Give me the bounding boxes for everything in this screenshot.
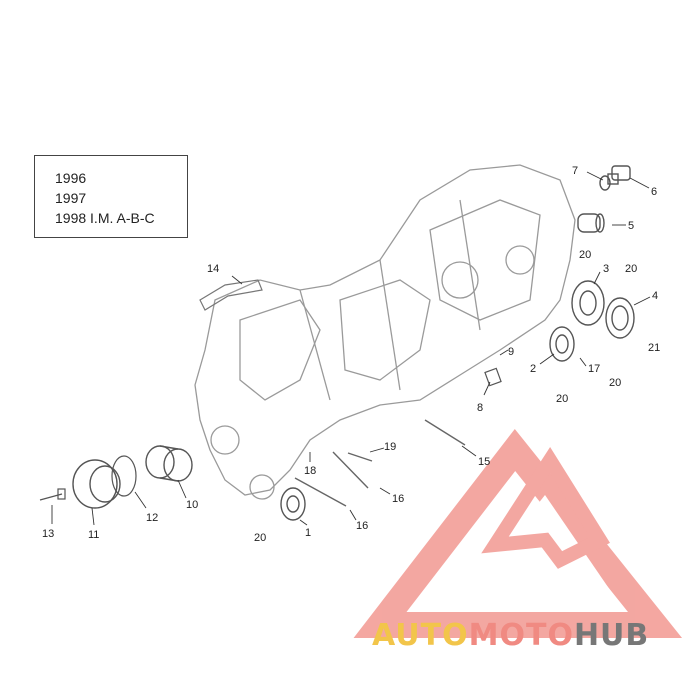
callout-4: 4: [652, 290, 658, 302]
washer-7: [599, 175, 611, 191]
callout-18: 18: [304, 465, 316, 477]
watermark-text: AUTOMOTOHUB: [372, 618, 692, 654]
year-1998: 1998 I.M. A-B-C: [55, 210, 155, 226]
callout-14: 14: [207, 263, 219, 275]
callout-20b: 20: [579, 249, 591, 261]
bearing-1: [280, 487, 306, 521]
callout-11: 11: [88, 529, 99, 541]
callout-17: 17: [588, 363, 600, 375]
year-1997: 1997: [55, 190, 87, 206]
year-1996: 1996: [55, 170, 87, 186]
callout-15: 15: [478, 456, 490, 468]
callout-19: 19: [384, 441, 396, 453]
model-year-box: 1996 1997 1998 I.M. A-B-C: [34, 155, 188, 238]
callout-20a: 20: [254, 532, 266, 544]
callout-2: 2: [530, 363, 536, 375]
watermark-logo: [353, 428, 683, 638]
callout-20c: 20: [625, 263, 637, 275]
callout-13: 13: [42, 528, 54, 540]
o-ring-12: [111, 455, 137, 497]
plug-6: [607, 165, 631, 185]
callout-16a: 16: [392, 493, 404, 505]
gasket: [199, 279, 263, 311]
filter-cover-11: [72, 459, 121, 509]
callout-6: 6: [651, 186, 657, 198]
bushing-5: [577, 213, 605, 233]
callout-7: 7: [572, 165, 578, 177]
oil-filter-10: [145, 445, 193, 482]
leader-lines: [51, 171, 651, 526]
callout-5: 5: [628, 220, 634, 232]
callout-9: 9: [508, 346, 514, 358]
watermark-part-moto: MOTO: [468, 618, 574, 653]
callout-8: 8: [477, 402, 483, 414]
watermark-part-auto: AUTO: [372, 618, 469, 653]
seal-4: [605, 297, 635, 339]
callout-20d: 20: [556, 393, 568, 405]
callout-20e: 20: [609, 377, 621, 389]
callout-10: 10: [186, 499, 198, 511]
watermark-part-hub: HUB: [573, 618, 650, 653]
callout-1: 1: [305, 527, 311, 539]
dowel-8: [484, 367, 502, 387]
callout-3: 3: [603, 263, 609, 275]
callout-labels: 1 2 3 4 5 6 7 8 9 10 11 12 13 14 15 16 1…: [42, 165, 660, 544]
bearing-3: [571, 280, 605, 326]
callout-16b: 16: [356, 520, 368, 532]
callout-12: 12: [146, 512, 158, 524]
bearing-2: [549, 326, 575, 362]
screw-13: [39, 488, 66, 501]
callout-21: 21: [648, 342, 660, 354]
crankcase-half: [194, 164, 576, 500]
studs-15-16: [294, 419, 466, 507]
